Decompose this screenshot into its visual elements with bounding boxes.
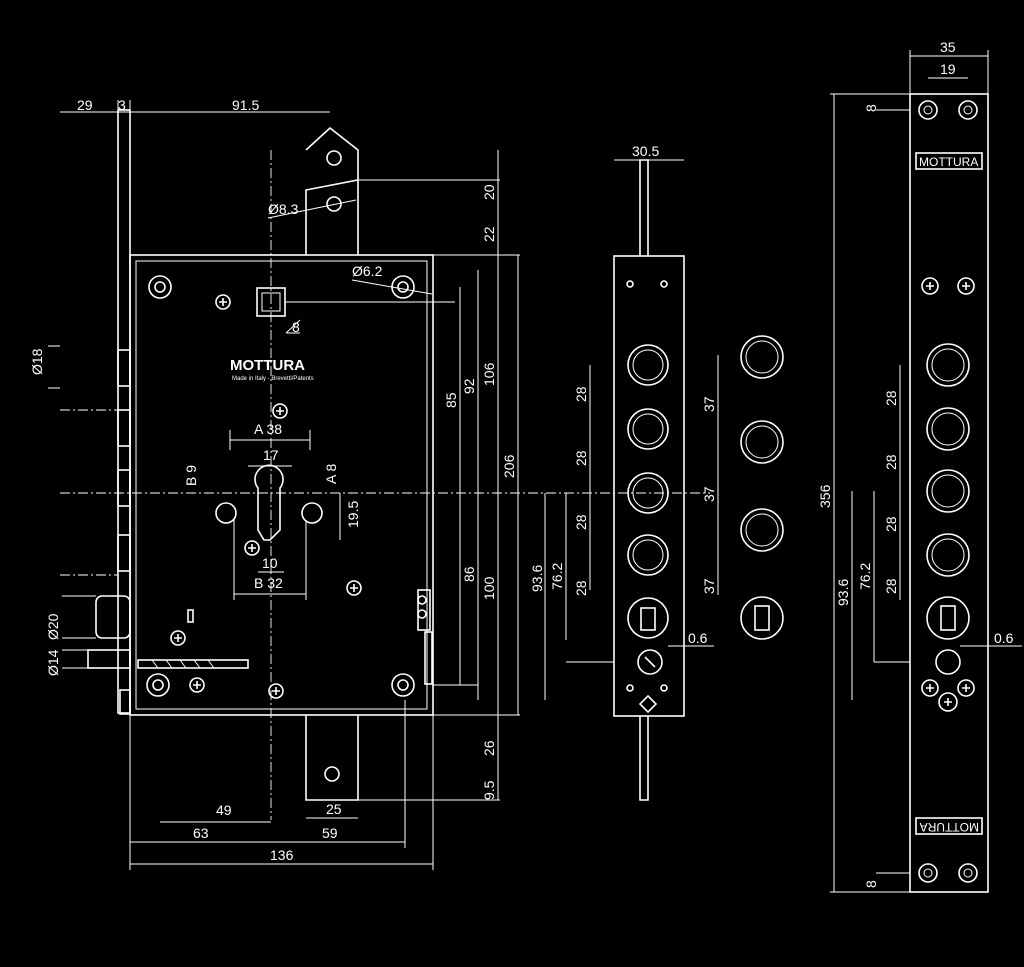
bolt-sections <box>740 335 784 640</box>
dim-a-8: A 8 <box>323 464 339 484</box>
dim-dia-18: Ø18 <box>29 348 45 375</box>
bottom-tongue <box>305 715 359 801</box>
dim-63: 63 <box>193 825 209 841</box>
dim-29: 29 <box>77 97 93 113</box>
dim-9-5: 9.5 <box>481 780 497 800</box>
dim-a-38: A 38 <box>254 421 282 437</box>
dim-37: 37 <box>701 486 717 502</box>
faceplate-brand-bottom-text: MOTTURA <box>920 820 979 834</box>
dim-square-8: 8 <box>292 319 300 335</box>
dim-59: 59 <box>322 825 338 841</box>
dim-20: 20 <box>481 184 497 200</box>
mounting-hole <box>148 275 172 299</box>
dim-28: 28 <box>573 386 589 402</box>
dim-49: 49 <box>216 802 232 818</box>
dim-28: 28 <box>883 454 899 470</box>
faceplate <box>909 93 989 893</box>
dim-22: 22 <box>481 226 497 242</box>
dim-206: 206 <box>501 454 517 478</box>
dim-28: 28 <box>573 514 589 530</box>
mounting-hole <box>146 673 170 697</box>
dim-3: 3 <box>118 97 126 113</box>
dim-106: 106 <box>481 362 497 386</box>
dim-76-2-faceplate: 76.2 <box>857 563 873 590</box>
dim-8-bottom: 8 <box>863 880 879 888</box>
bolt-section <box>740 508 784 552</box>
faceplate-view: MOTTURA MOTTURA 35 19 8 <box>817 39 1022 893</box>
dim-100: 100 <box>481 576 497 600</box>
dim-356: 356 <box>817 484 833 508</box>
cylinder-cutout <box>254 464 284 541</box>
faceplate-bolt-hole <box>926 343 970 387</box>
faceplate-brand-top-text: MOTTURA <box>919 155 978 169</box>
dim-37: 37 <box>701 578 717 594</box>
dim-dia-14: Ø14 <box>45 649 61 676</box>
dim-10: 10 <box>262 555 278 571</box>
dim-28: 28 <box>883 578 899 594</box>
dim-0-6-faceplate: 0.6 <box>994 630 1014 646</box>
bolt <box>627 344 669 386</box>
latch-bolt <box>627 597 669 639</box>
bolt-section <box>740 335 784 379</box>
faceplate-brand-top <box>915 152 983 170</box>
dim-136: 136 <box>270 847 294 863</box>
fore-end-plate <box>117 109 131 714</box>
faceplate-latch-hole <box>926 596 970 640</box>
dim-28: 28 <box>573 580 589 596</box>
dim-92: 92 <box>461 378 477 394</box>
bolt <box>627 408 669 450</box>
dim-8-top: 8 <box>863 104 879 112</box>
dim-b-32: B 32 <box>254 575 283 591</box>
dim-91-5: 91.5 <box>232 97 259 113</box>
dim-0-6: 0.6 <box>688 630 708 646</box>
faceplate-bolt-hole <box>926 533 970 577</box>
dim-25: 25 <box>326 801 342 817</box>
dim-b-9: B 9 <box>183 465 199 486</box>
dim-86: 86 <box>461 566 477 582</box>
top-tongue <box>305 179 359 255</box>
dim-30-5: 30.5 <box>632 143 659 159</box>
dim-17: 17 <box>263 447 279 463</box>
dim-dia-6-2: Ø6.2 <box>352 263 383 279</box>
dim-35: 35 <box>940 39 956 55</box>
mounting-hole <box>391 673 415 697</box>
dim-85: 85 <box>443 392 459 408</box>
dim-dia-20: Ø20 <box>45 613 61 640</box>
side-plate <box>613 255 685 717</box>
faceplate-bolt-hole <box>926 469 970 513</box>
bolt <box>627 534 669 576</box>
dim-93-6: 93.6 <box>529 565 545 592</box>
dim-19-5: 19.5 <box>345 501 361 528</box>
dim-28: 28 <box>883 390 899 406</box>
bolt <box>627 472 669 514</box>
latch-section <box>740 596 784 640</box>
bolt-section <box>740 420 784 464</box>
mounting-hole <box>391 275 415 299</box>
dim-28: 28 <box>883 516 899 532</box>
dim-37: 37 <box>701 396 717 412</box>
dim-76-2: 76.2 <box>549 563 565 590</box>
dim-26: 26 <box>481 740 497 756</box>
lock-side-view: 30.5 28 28 28 28 93.6 76.2 37 37 37 0.6 <box>529 143 719 801</box>
dim-19: 19 <box>940 61 956 77</box>
dim-93-6-faceplate: 93.6 <box>835 579 851 606</box>
dim-28: 28 <box>573 450 589 466</box>
faceplate-brand-bottom <box>915 817 983 835</box>
brand-subtitle: Made in Italy - Brevetti/Patents <box>232 376 314 382</box>
lock-front-view: MOTTURA Made in Italy - Brevetti/Patents… <box>29 97 710 870</box>
brand-logo: MOTTURA <box>230 357 305 374</box>
faceplate-bolt-hole <box>926 407 970 451</box>
